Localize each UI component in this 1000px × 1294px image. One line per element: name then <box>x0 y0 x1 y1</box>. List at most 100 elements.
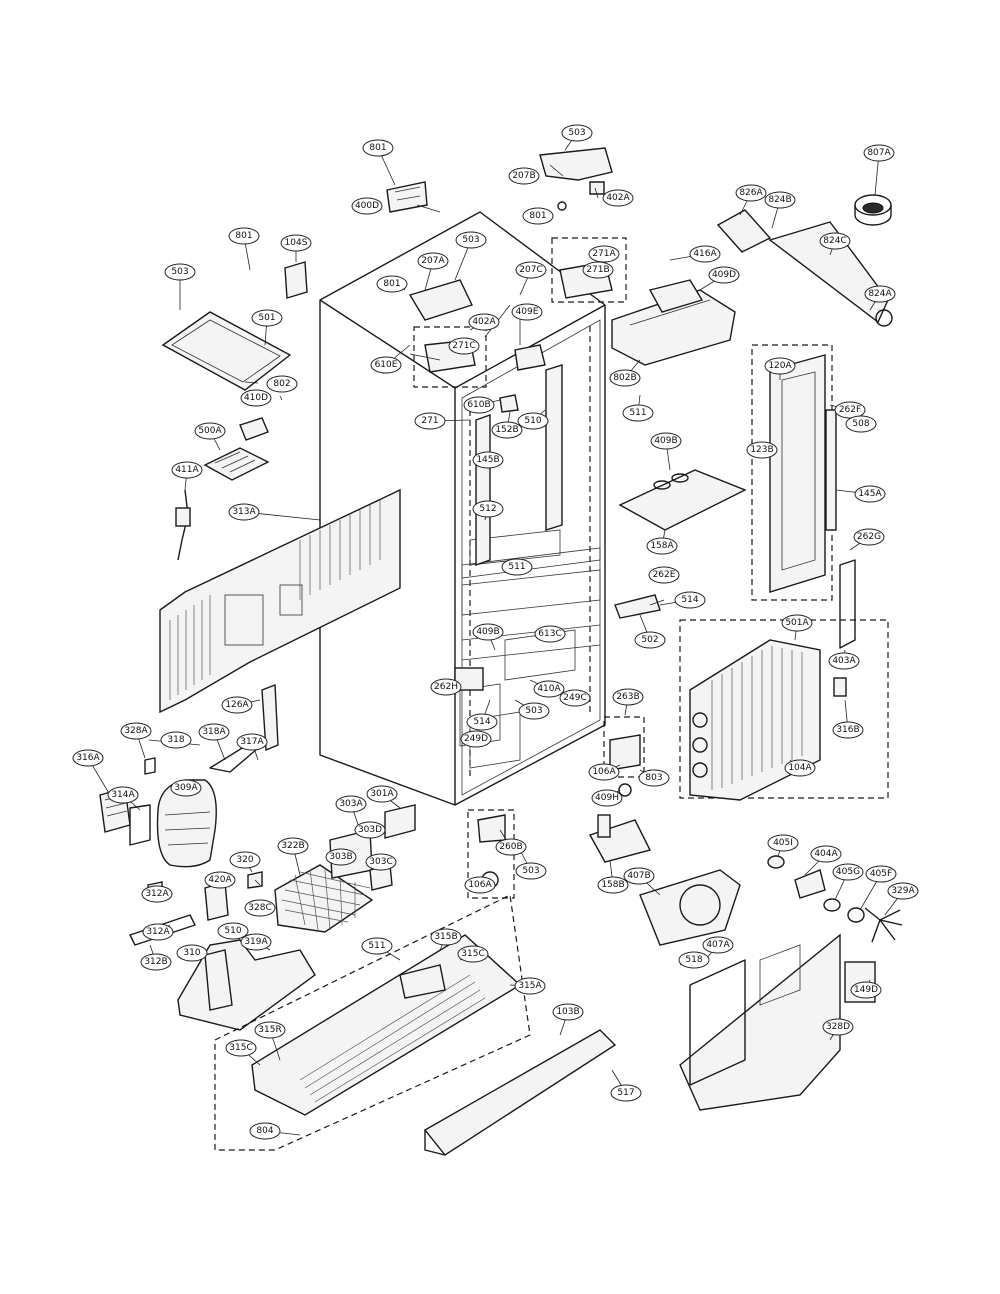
callout-label: 404A <box>814 849 838 859</box>
callout-label: 262F <box>839 405 861 415</box>
callout-label: 315B <box>434 932 457 942</box>
callout-label: 403A <box>832 656 856 666</box>
callout-label: 316B <box>836 725 859 735</box>
callout-207a: 207A <box>417 252 449 270</box>
callout-610e: 610E <box>370 356 402 374</box>
callout-405f: 405F <box>865 865 897 883</box>
callout-315c-2: 315C <box>225 1039 257 1057</box>
callout-label: 503 <box>171 267 188 277</box>
callout-label: 320 <box>236 855 253 865</box>
compressor-small-parts <box>99 683 279 946</box>
callout-label: 801 <box>383 279 400 289</box>
callout-label: 123B <box>750 445 773 455</box>
callout-501a: 501A <box>781 614 813 632</box>
callout-410d: 410D <box>240 389 272 407</box>
callout-label: 303D <box>358 825 382 835</box>
callout-503-b: 503 <box>455 231 487 249</box>
callout-328c: 328C <box>244 899 276 917</box>
callout-410a: 410A <box>533 680 565 698</box>
evaporator-coil <box>679 559 889 801</box>
callout-106a-left: 106A <box>464 876 496 894</box>
callout-407b: 407B <box>623 867 655 885</box>
callout-503: 503 <box>561 124 593 142</box>
callout-207c: 207C <box>515 261 547 279</box>
callout-409b: 409B <box>650 432 682 450</box>
callout-label: 104A <box>788 763 812 773</box>
callout-514-b: 514 <box>466 713 498 731</box>
callout-405g: 405G <box>832 863 864 881</box>
top-cover-panel <box>161 311 292 391</box>
callout-label: 103B <box>556 1007 579 1017</box>
callout-label: 402A <box>472 317 496 327</box>
callout-517: 517 <box>610 1084 642 1102</box>
callout-label: 511 <box>368 941 385 951</box>
callout-510: 510 <box>517 412 549 430</box>
callout-label: 500A <box>198 426 222 436</box>
callout-label: 106A <box>468 880 492 890</box>
callout-label: 249D <box>464 734 488 744</box>
callout-249c: 249C <box>559 689 591 707</box>
callout-label: 410D <box>244 393 268 403</box>
callout-145b: 145B <box>472 451 504 469</box>
callout-318a: 318A <box>198 723 230 741</box>
callout-826a: 826A <box>735 184 767 202</box>
callout-label: 309A <box>174 783 198 793</box>
callout-label: 610E <box>375 360 398 370</box>
callout-502-c: 502 <box>634 631 666 649</box>
callout-label: 508 <box>852 419 869 429</box>
callout-322b: 322B <box>277 837 309 855</box>
callout-328d: 328D <box>822 1018 854 1036</box>
callout-262h: 262H <box>430 678 462 696</box>
callout-501: 501 <box>251 309 283 327</box>
callout-303d: 303D <box>354 821 386 839</box>
callout-label: 803 <box>645 773 662 783</box>
callout-106a-right: 106A <box>588 763 620 781</box>
drain-pan <box>177 939 316 1031</box>
callout-label: 402A <box>606 193 630 203</box>
callout-label: 312A <box>146 927 170 937</box>
callout-label: 503 <box>525 706 542 716</box>
callout-label: 405G <box>836 867 860 877</box>
callout-313a: 313A <box>228 503 260 521</box>
callout-123b: 123B <box>746 441 778 459</box>
mid-small-parts <box>454 594 661 863</box>
callout-label: 301A <box>370 789 394 799</box>
callout-label: 409D <box>712 270 736 280</box>
callout-label: 207B <box>512 171 535 181</box>
callout-label: 319A <box>244 937 268 947</box>
callout-label: 409B <box>476 627 499 637</box>
callout-158b: 158B <box>597 876 629 894</box>
callout-260b: 260B <box>495 838 527 856</box>
callout-271: 271 <box>414 412 446 430</box>
callout-label: 514 <box>681 595 698 605</box>
fan-motor-assembly <box>329 804 416 891</box>
callout-802: 802 <box>266 375 298 393</box>
callout-label: 315C <box>461 949 484 959</box>
callout-126a: 126A <box>221 696 253 714</box>
callout-label: 503 <box>462 235 479 245</box>
callout-405i: 405I <box>767 834 799 852</box>
callout-label: 824C <box>823 236 846 246</box>
callout-label: 610B <box>467 400 490 410</box>
callout-263b: 263B <box>612 688 644 706</box>
callout-label: 510 <box>224 926 241 936</box>
callout-249d: 249D <box>460 730 492 748</box>
callout-510-b: 510 <box>217 922 249 940</box>
callout-158a: 158A <box>646 537 678 555</box>
callout-labels: 801 503 807A 400D 207B 402A 801 826A 824… <box>72 124 919 1140</box>
callout-508: 508 <box>845 415 877 433</box>
callout-400d: 400D <box>351 197 383 215</box>
callout-301a: 301A <box>366 785 398 803</box>
callout-label: 315R <box>258 1025 281 1035</box>
callout-404a: 404A <box>810 845 842 863</box>
callout-label: 407A <box>706 940 730 950</box>
callout-312a: 312A <box>141 885 173 903</box>
callout-label: 106A <box>592 767 616 777</box>
callout-149d: 149D <box>850 981 882 999</box>
machine-compartment-cover <box>159 488 401 714</box>
callout-label: 514 <box>473 717 490 727</box>
callout-316a: 316A <box>72 749 104 767</box>
callout-label: 518 <box>685 955 702 965</box>
callout-409e: 409E <box>511 303 543 321</box>
